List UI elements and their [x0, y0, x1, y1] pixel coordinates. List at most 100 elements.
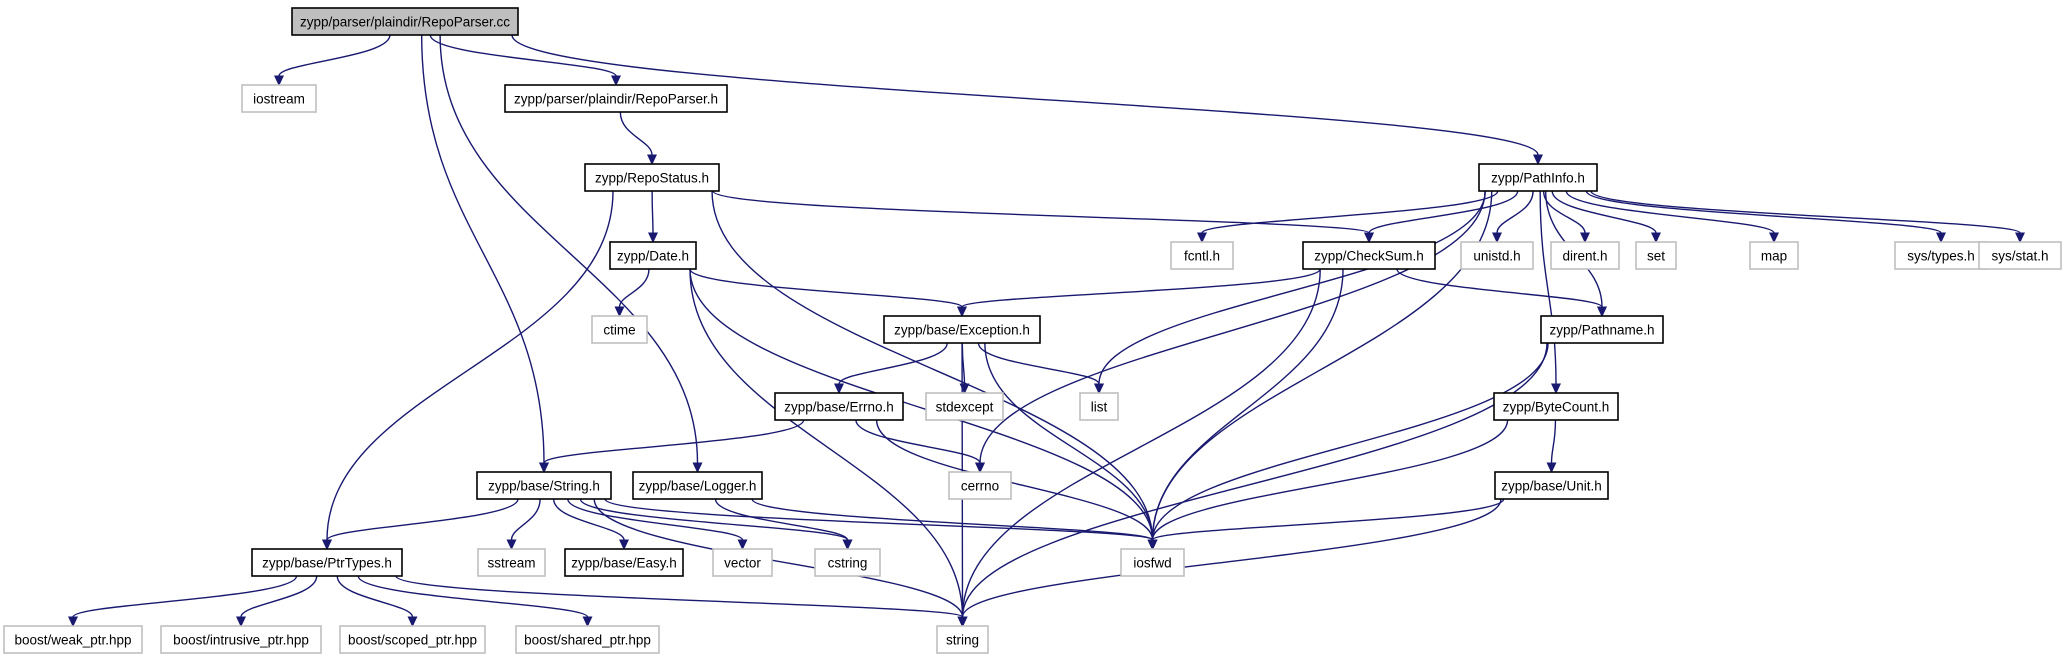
edge-PtrTypes_h-to-boost_weak_ptr	[68, 575, 298, 628]
edge-line	[984, 342, 1154, 541]
edge-line	[1496, 190, 1534, 234]
node-box	[504, 84, 728, 113]
edge-Exception_h-to-Errno_h	[834, 342, 948, 395]
node-label: zypp/PathInfo.h	[1491, 171, 1585, 186]
arrowhead	[322, 539, 332, 551]
node-string-h[interactable]: zypp/base/String.h	[476, 471, 612, 500]
node-repoparser-h[interactable]: zypp/parser/plaindir/RepoParser.h	[504, 84, 728, 113]
edge-PathInfo_h-to-CheckSum_h	[1364, 190, 1519, 244]
arrowhead	[957, 616, 968, 628]
edge-line	[1368, 190, 1519, 234]
node-bytecount-h[interactable]: zypp/ByteCount.h	[1493, 392, 1619, 421]
edge-line	[977, 342, 1100, 385]
node-box	[591, 315, 648, 344]
edge-line	[838, 342, 948, 385]
edge-line	[511, 34, 1539, 156]
node-errno-h[interactable]: zypp/base/Errno.h	[774, 392, 904, 421]
node-date-h[interactable]: zypp/Date.h	[609, 241, 697, 270]
node-string: string	[936, 625, 989, 654]
edge-line	[1151, 419, 1509, 541]
edge-line	[1151, 498, 1505, 541]
edge-line	[567, 498, 744, 541]
node-repoparser-cc: zypp/parser/plaindir/RepoParser.cc	[291, 7, 519, 36]
node-label: zypp/parser/plaindir/RepoParser.cc	[300, 15, 510, 30]
edge-PtrTypes_h-to-boost_scoped_ptr	[336, 575, 418, 628]
node-label: zypp/RepoStatus.h	[595, 171, 709, 186]
node-box	[632, 471, 763, 500]
node-box	[774, 392, 904, 421]
edge-line	[1151, 342, 1549, 541]
node-label: unistd.h	[1473, 249, 1520, 264]
node-label: sys/stat.h	[1991, 249, 2048, 264]
node-repostatus-h[interactable]: zypp/RepoStatus.h	[584, 163, 720, 192]
node-fcntl-h: fcntl.h	[1170, 241, 1234, 270]
node-box	[1540, 315, 1664, 344]
edge-line	[651, 190, 654, 234]
node-box	[814, 548, 881, 577]
node-cstring: cstring	[814, 548, 881, 577]
node-box	[712, 548, 773, 577]
edge-line	[552, 498, 625, 541]
edge-RepoParser_cc-to-RepoParser_h	[429, 34, 621, 87]
node-map: map	[1749, 241, 1799, 270]
arrowhead	[68, 616, 78, 628]
edge-RepoParser_h-to-RepoStatus_h	[619, 111, 657, 166]
edge-Pathname_h-to-iosfwd	[1147, 342, 1549, 551]
edge-line	[1201, 190, 1499, 234]
node-iostream: iostream	[241, 84, 317, 113]
edge-line	[326, 190, 614, 541]
node-label: zypp/parser/plaindir/RepoParser.h	[514, 92, 718, 107]
edge-line	[604, 498, 1154, 541]
arrowhead	[1533, 154, 1543, 166]
node-checksum-h[interactable]: zypp/CheckSum.h	[1302, 241, 1436, 270]
node-box	[584, 163, 720, 192]
node-boost-intrusive-ptr: boost/intrusive_ptr.hpp	[160, 625, 322, 654]
edge-line	[712, 190, 1370, 234]
edge-line	[855, 419, 981, 464]
node-ptrtypes-h[interactable]: zypp/base/PtrTypes.h	[251, 548, 403, 577]
node-box	[160, 625, 322, 654]
node-box	[1493, 392, 1619, 421]
node-boost-weak-ptr: boost/weak_ptr.hpp	[3, 625, 143, 654]
node-sys-stat-h: sys/stat.h	[1978, 241, 2062, 270]
node-pathname-h[interactable]: zypp/Pathname.h	[1540, 315, 1664, 344]
edge-line	[1550, 419, 1557, 464]
edge-line	[72, 575, 298, 618]
edge-CheckSum_h-to-Exception_h	[957, 268, 1321, 318]
node-box	[515, 625, 660, 654]
nodes: zypp/parser/plaindir/RepoParser.cc iostre…	[3, 7, 2062, 654]
node-unit-h[interactable]: zypp/base/Unit.h	[1494, 471, 1609, 500]
node-label: zypp/Date.h	[617, 249, 689, 264]
edge-Unit_h-to-iosfwd	[1147, 498, 1505, 551]
edge-line	[1585, 190, 1942, 234]
node-label: iostream	[253, 92, 305, 107]
arrowhead	[619, 539, 629, 551]
arrowhead	[1546, 462, 1557, 474]
node-label: zypp/Pathname.h	[1549, 323, 1654, 338]
node-label: zypp/base/String.h	[488, 479, 600, 494]
edge-Logger_h-to-iosfwd	[751, 498, 1158, 551]
arrowhead	[1551, 383, 1561, 395]
node-dirent-h: dirent.h	[1550, 241, 1620, 270]
node-logger-h[interactable]: zypp/base/Logger.h	[632, 471, 763, 500]
node-sys-types-h: sys/types.h	[1894, 241, 1988, 270]
edge-line	[278, 34, 391, 77]
node-box	[1494, 471, 1609, 500]
edge-CheckSum_h-to-iosfwd	[1147, 268, 1344, 551]
edge-line	[429, 34, 617, 77]
node-box	[609, 241, 697, 270]
edge-Date_h-to-Exception_h	[689, 268, 967, 318]
edge-PathInfo_h-to-list	[1094, 190, 1487, 395]
node-pathinfo-h[interactable]: zypp/PathInfo.h	[1478, 163, 1598, 192]
node-label: boost/weak_ptr.hpp	[14, 633, 131, 648]
node-exception-h[interactable]: zypp/base/Exception.h	[883, 315, 1041, 344]
edge-PtrTypes_h-to-boost_intrusive_ptr	[236, 575, 318, 628]
node-easy-h[interactable]: zypp/base/Easy.h	[564, 548, 684, 577]
edge-line	[875, 419, 1154, 541]
node-box	[948, 471, 1012, 500]
node-box	[3, 625, 143, 654]
edge-ByteCount_h-to-iosfwd	[1147, 419, 1509, 551]
node-box	[1749, 241, 1799, 270]
arrowhead	[1651, 232, 1661, 244]
edge-line	[357, 575, 589, 618]
